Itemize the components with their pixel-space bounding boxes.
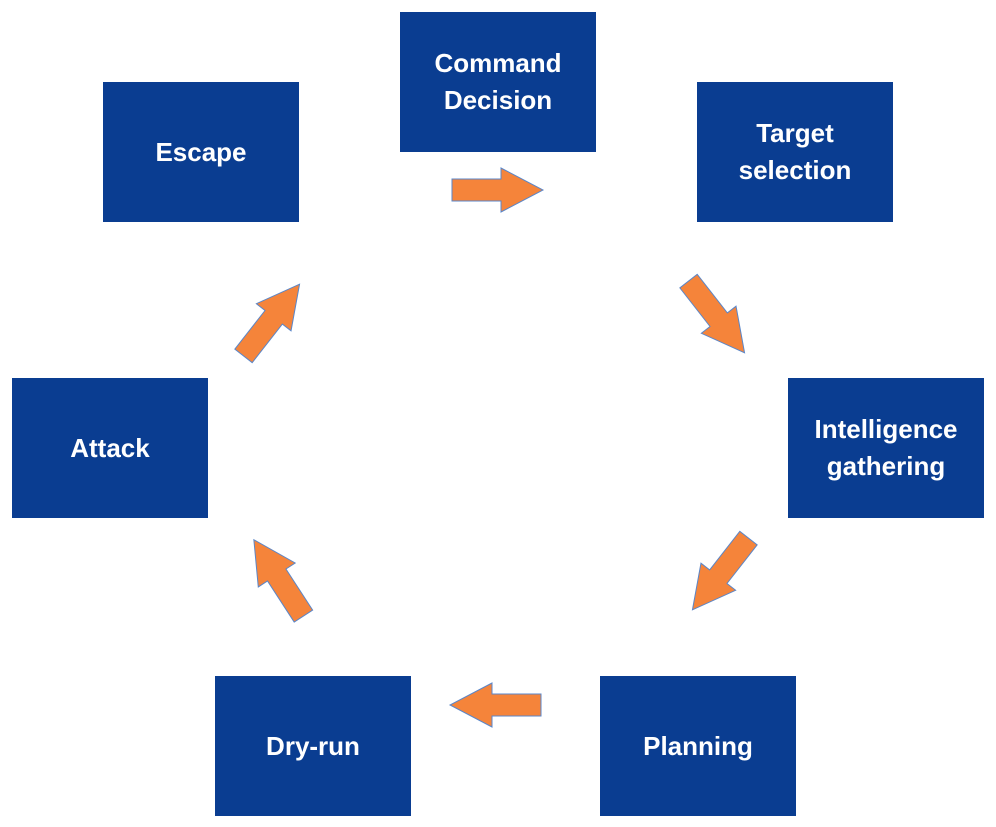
arrow-target-to-intel <box>679 273 746 354</box>
node-label: Attack <box>70 432 150 463</box>
node-attack: Attack <box>12 378 208 518</box>
arrow-planning-to-dryrun <box>448 682 542 728</box>
node-label: Intelligence gathering <box>814 414 958 481</box>
node-dry-run: Dry-run <box>215 676 411 816</box>
node-label: Dry-run <box>266 730 360 761</box>
node-command-decision: Command Decision <box>400 12 596 152</box>
node-label: Planning <box>643 730 753 761</box>
node-planning: Planning <box>600 676 796 816</box>
node-escape: Escape <box>103 82 299 222</box>
arrow-dryrun-to-attack <box>253 538 314 623</box>
arrow-command-to-target <box>451 167 545 213</box>
node-target-selection: Target selection <box>697 82 893 222</box>
arrow-intel-to-planning <box>691 530 758 611</box>
node-intelligence-gathering: Intelligence gathering <box>788 378 984 518</box>
node-label: Escape <box>155 136 247 167</box>
arrow-attack-to-escape <box>234 283 301 364</box>
node-label: Command Decision <box>434 48 562 115</box>
node-label: Target selection <box>738 118 852 185</box>
